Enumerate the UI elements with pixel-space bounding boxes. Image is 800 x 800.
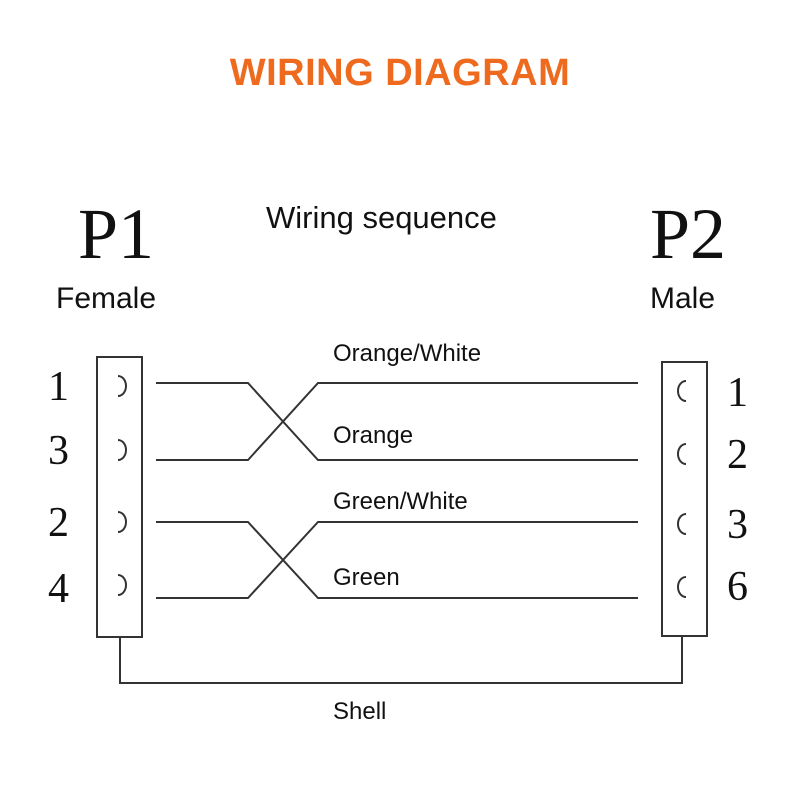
shell-label: Shell [333, 698, 387, 725]
wire-orange [156, 382, 638, 461]
p2-pin-number: 1 [727, 370, 748, 416]
p2-connector-body [661, 361, 708, 637]
p2-name: P2 [650, 194, 727, 274]
p2-pin [677, 513, 687, 535]
wire-label: Orange/White [333, 340, 482, 367]
wire-label: Green [333, 564, 400, 591]
shell-wire [119, 636, 683, 684]
p2-pin [677, 576, 687, 598]
p1-pin-number: 3 [48, 428, 69, 474]
p2-pin [677, 443, 687, 465]
p2-pin [677, 380, 687, 402]
p1-name: P1 [78, 194, 155, 274]
wire-green-white [156, 521, 638, 599]
p1-pin-number: 1 [48, 364, 69, 410]
diagram-title: WIRING DIAGRAM [229, 52, 571, 94]
p1-socket [117, 574, 127, 596]
p2-pin-number: 2 [727, 432, 748, 478]
p2-type: Male [650, 282, 716, 315]
wiring-sequence-label: Wiring sequence [266, 200, 497, 235]
wire-label: Orange [333, 422, 414, 449]
p1-type: Female [56, 282, 157, 315]
wire-label: Green/White [333, 488, 468, 515]
p2-pin-number: 3 [727, 502, 748, 548]
p1-pin-number: 2 [48, 500, 69, 546]
p1-pin-number: 4 [48, 566, 69, 612]
wire-orange-white [156, 382, 638, 461]
p1-socket [117, 511, 127, 533]
p2-pin-number: 6 [727, 564, 748, 610]
p1-socket [117, 439, 127, 461]
wire-green [156, 521, 638, 599]
p1-socket [117, 375, 127, 397]
